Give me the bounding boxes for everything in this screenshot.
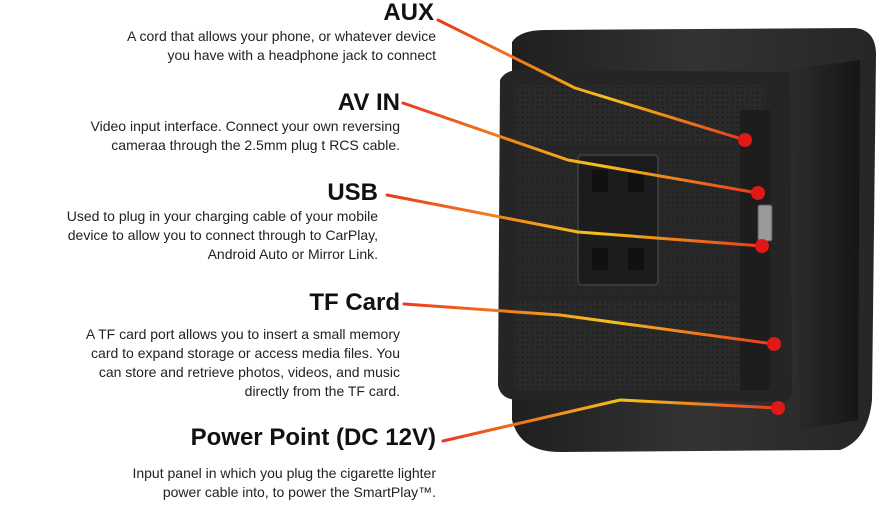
callout-title-aux: AUX — [383, 0, 434, 26]
callout-desc-usb: Used to plug in your charging cable of y… — [66, 208, 378, 262]
leader-line-av-in — [401, 101, 760, 195]
callout-title-av-in: AV IN — [337, 89, 400, 116]
leader-line-usb — [385, 193, 764, 248]
port-dot-aux — [738, 133, 752, 147]
port-dot-tf-card — [767, 337, 781, 351]
callout-aux: AUX A cord that allows your phone, or wh… — [127, 0, 436, 65]
callout-title-usb: USB — [327, 179, 378, 206]
callout-tf-card: TF Card A TF card port allows you to ins… — [86, 290, 400, 401]
callout-power-point: Power Point (DC 12V) Input panel in whic… — [132, 425, 436, 502]
leader-line-tf-card — [402, 302, 776, 346]
callout-title-power-point: Power Point (DC 12V) — [190, 424, 436, 451]
leader-line-aux — [436, 18, 747, 142]
callout-desc-aux: A cord that allows your phone, or whatev… — [127, 28, 436, 64]
callout-desc-av-in: Video input interface. Connect your own … — [90, 118, 400, 154]
device-side — [790, 60, 860, 430]
grille-top — [515, 85, 765, 145]
port-dot-av-in — [751, 186, 765, 200]
callout-av-in: AV IN Video input interface. Connect you… — [91, 90, 400, 155]
port-dot-power-point — [771, 401, 785, 415]
callout-usb: USB Used to plug in your charging cable … — [67, 180, 378, 264]
callout-title-tf-card: TF Card — [309, 289, 400, 316]
callout-desc-power-point: Input panel in which you plug the cigare… — [132, 465, 436, 501]
callout-desc-tf-card: A TF card port allows you to insert a sm… — [85, 326, 400, 399]
leader-line-power-point — [441, 398, 780, 443]
port-dot-usb — [755, 239, 769, 253]
